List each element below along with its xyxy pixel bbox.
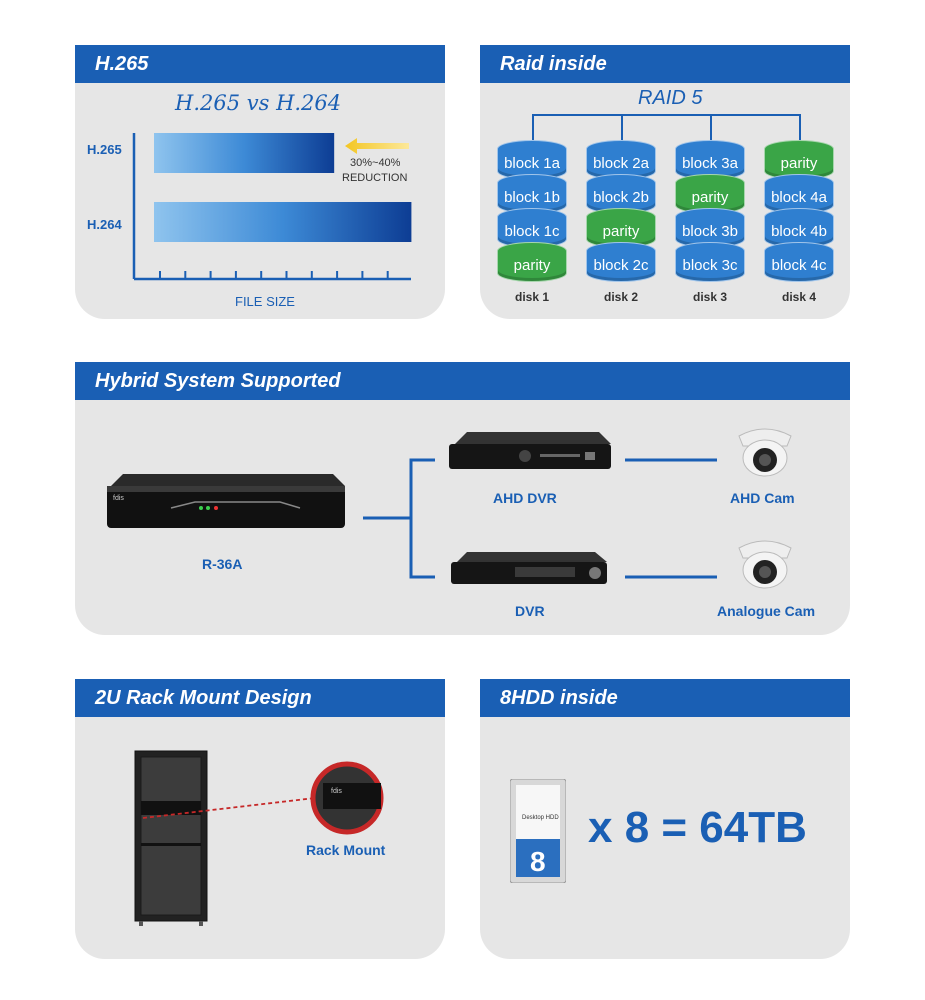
raid-parity-block: parity: [586, 208, 656, 248]
rack-diagram: fdis: [134, 750, 384, 926]
raid-data-block: block 3c: [675, 242, 745, 282]
label-r36a: R-36A: [202, 556, 243, 572]
raid-connector: [532, 114, 801, 141]
raid-data-block: block 2a: [586, 140, 656, 180]
raid-disk-label: disk 1: [514, 290, 550, 304]
raid-data-block: block 2c: [586, 242, 656, 282]
hdd-formula: x 8 = 64TB: [588, 803, 807, 852]
reduction-pct: 30%~40%: [350, 157, 401, 169]
hybrid-panel: Hybrid System Supported fdis: [75, 362, 850, 635]
raid-data-block: block 4b: [764, 208, 834, 248]
raid-header: Raid inside: [480, 45, 850, 83]
raid-data-block: block 1b: [497, 174, 567, 214]
raid-parity-block: parity: [675, 174, 745, 214]
x-axis-ticks: [159, 271, 389, 279]
raid-data-block: block 1c: [497, 208, 567, 248]
h265-chart: [132, 133, 412, 281]
ahd-dvr-device-icon: [449, 432, 611, 469]
hybrid-header: Hybrid System Supported: [75, 362, 850, 400]
axis-label-file-size: FILE SIZE: [235, 294, 295, 309]
label-analogue-cam: Analogue Cam: [717, 603, 816, 619]
raid-disk-label: disk 3: [692, 290, 728, 304]
hdd-header: 8HDD inside: [480, 679, 850, 717]
dvr-device-icon: [451, 552, 607, 584]
ahd-camera-icon: [738, 428, 792, 477]
h265-header: H.265: [75, 45, 445, 83]
row-label-h264: H.264: [87, 217, 122, 232]
rack-mount-zoom-icon: fdis: [310, 761, 384, 835]
chart-title: H.265 vs H.264: [175, 91, 342, 115]
raid-title: RAID 5: [638, 87, 703, 109]
bar-h264: [154, 202, 412, 242]
analogue-camera-icon: [738, 540, 792, 589]
raid-data-block: block 4a: [764, 174, 834, 214]
h265-panel: H.265 H.265 vs H.264 H.265 H.264 30%~40%…: [75, 45, 445, 319]
raid-data-block: block 3b: [675, 208, 745, 248]
label-ahd-dvr: AHD DVR: [493, 490, 557, 506]
rack-cabinet-icon: [134, 750, 208, 926]
hybrid-diagram: fdis: [107, 428, 792, 589]
raid-data-block: block 1a: [497, 140, 567, 180]
label-ahd-cam: AHD Cam: [730, 490, 795, 506]
bar-h265: [154, 133, 335, 173]
raid-data-block: block 4c: [764, 242, 834, 282]
reduction-arrow-icon: [345, 138, 409, 154]
raid-parity-block: parity: [497, 242, 567, 282]
svg-text:fdis: fdis: [331, 788, 342, 795]
row-label-h265: H.265: [87, 142, 122, 157]
hdd-drive-icon: Desktop HDD 8: [510, 779, 566, 883]
svg-text:fdis: fdis: [113, 495, 124, 502]
rack-header: 2U Rack Mount Design: [75, 679, 445, 717]
svg-text:8: 8: [530, 846, 546, 877]
label-dvr: DVR: [515, 603, 545, 619]
hdd-panel: 8HDD inside Desktop HDD 8 x 8 = 64TB: [480, 679, 850, 959]
r36a-device-icon: fdis: [107, 474, 345, 528]
svg-text:Desktop HDD: Desktop HDD: [522, 815, 559, 821]
reduction-word: REDUCTION: [342, 172, 408, 184]
label-rack-mount: Rack Mount: [306, 842, 386, 858]
raid-parity-block: parity: [764, 140, 834, 180]
raid-data-block: block 2b: [586, 174, 656, 214]
raid-disk-label: disk 2: [603, 290, 639, 304]
rack-panel: 2U Rack Mount Design fdis Rack Mount: [75, 679, 445, 959]
raid-data-block: block 3a: [675, 140, 745, 180]
raid-disk-label: disk 4: [781, 290, 817, 304]
